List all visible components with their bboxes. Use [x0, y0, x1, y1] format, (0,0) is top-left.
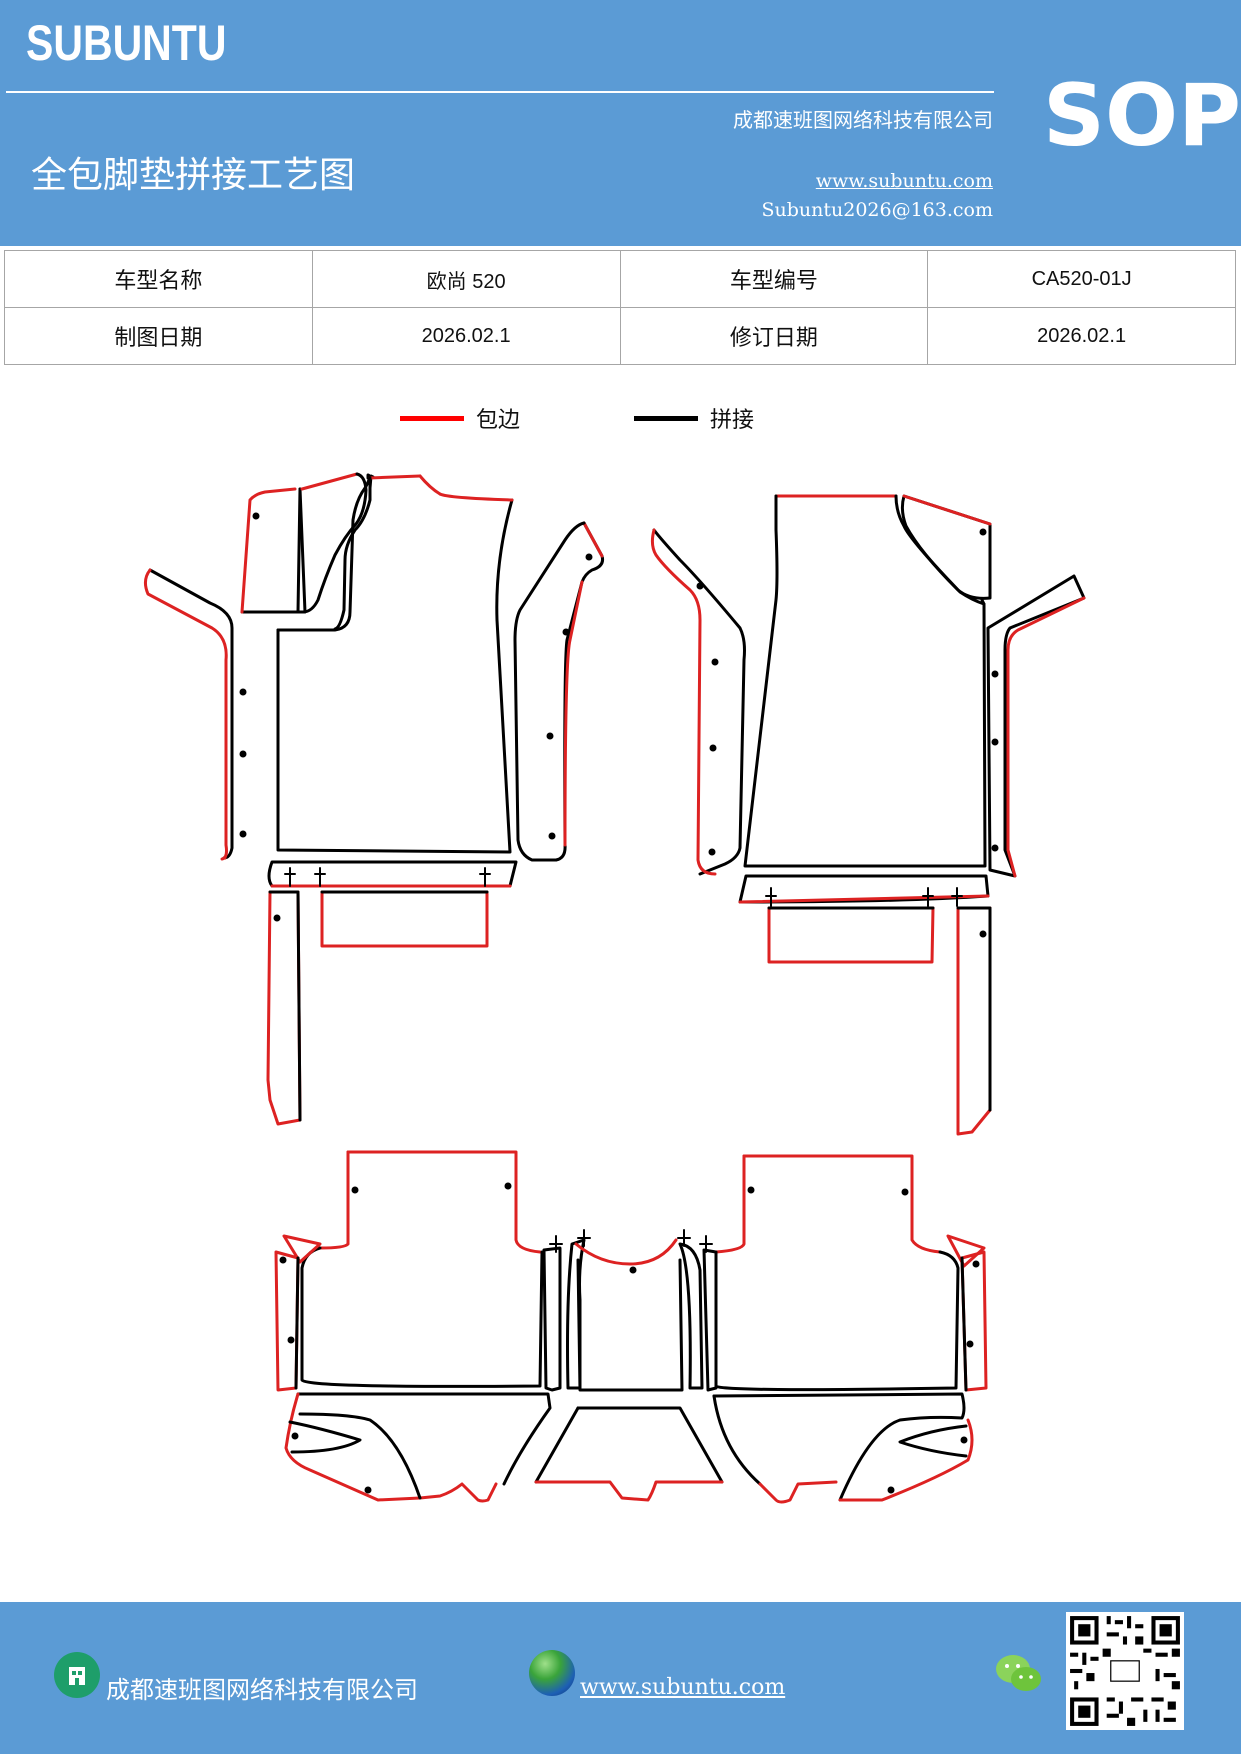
legend-splice-swatch	[634, 415, 698, 421]
table-row: 制图日期 2026.02.1 修订日期 2026.02.1	[4, 307, 1236, 365]
legend-splice-label: 拼接	[710, 408, 755, 433]
footer-website-link[interactable]: www.subuntu.com	[580, 1675, 786, 1700]
vehicle-info-table: 车型名称 欧尚 520 车型编号 CA520-01J 制图日期 2026.02.…	[4, 250, 1236, 365]
header-divider	[6, 91, 994, 93]
globe-icon	[529, 1650, 575, 1696]
wechat-icon-glyph	[996, 1655, 1041, 1691]
model-code-value: CA520-01J	[927, 250, 1236, 308]
legend-splice: 拼接	[634, 402, 754, 434]
building-icon	[54, 1652, 100, 1698]
rear-mat	[274, 1150, 988, 1504]
company-name: 成都速班图网络科技有限公司	[733, 108, 993, 132]
front-right-mat	[650, 494, 1086, 1136]
revision-date-value: 2026.02.1	[927, 307, 1236, 365]
website-link[interactable]: www.subuntu.com	[815, 170, 993, 192]
page-header: SUBUNTU 成都速班图网络科技有限公司 全包脚垫拼接工艺图 www.subu…	[0, 0, 1241, 246]
model-code-label: 车型编号	[619, 250, 929, 308]
table-row: 车型名称 欧尚 520 车型编号 CA520-01J	[4, 250, 1236, 308]
front-left-mat	[143, 472, 604, 1126]
drawing-date-value: 2026.02.1	[311, 307, 621, 365]
brand-logo: SUBUNTU	[26, 15, 227, 71]
legend-edge-swatch	[400, 415, 464, 421]
model-name-value: 欧尚 520	[311, 250, 621, 308]
document-title: 全包脚垫拼接工艺图	[31, 155, 356, 196]
legend-edge-label: 包边	[476, 408, 521, 433]
qr-code	[1066, 1612, 1184, 1730]
drawing-date-label: 制图日期	[4, 307, 313, 365]
contact-email[interactable]: Subuntu2026@163.com	[761, 199, 993, 221]
footer-company-name: 成都速班图网络科技有限公司	[106, 1676, 418, 1704]
wechat-icon[interactable]	[994, 1652, 1044, 1696]
legend-edge: 包边	[400, 402, 520, 434]
building-icon-glyph	[69, 1667, 85, 1685]
sop-badge: SOP	[1043, 66, 1241, 166]
qr-code-pattern	[1066, 1612, 1184, 1730]
model-name-label: 车型名称	[4, 250, 313, 308]
revision-date-label: 修订日期	[619, 307, 929, 365]
floor-mat-diagram	[143, 472, 1086, 1504]
